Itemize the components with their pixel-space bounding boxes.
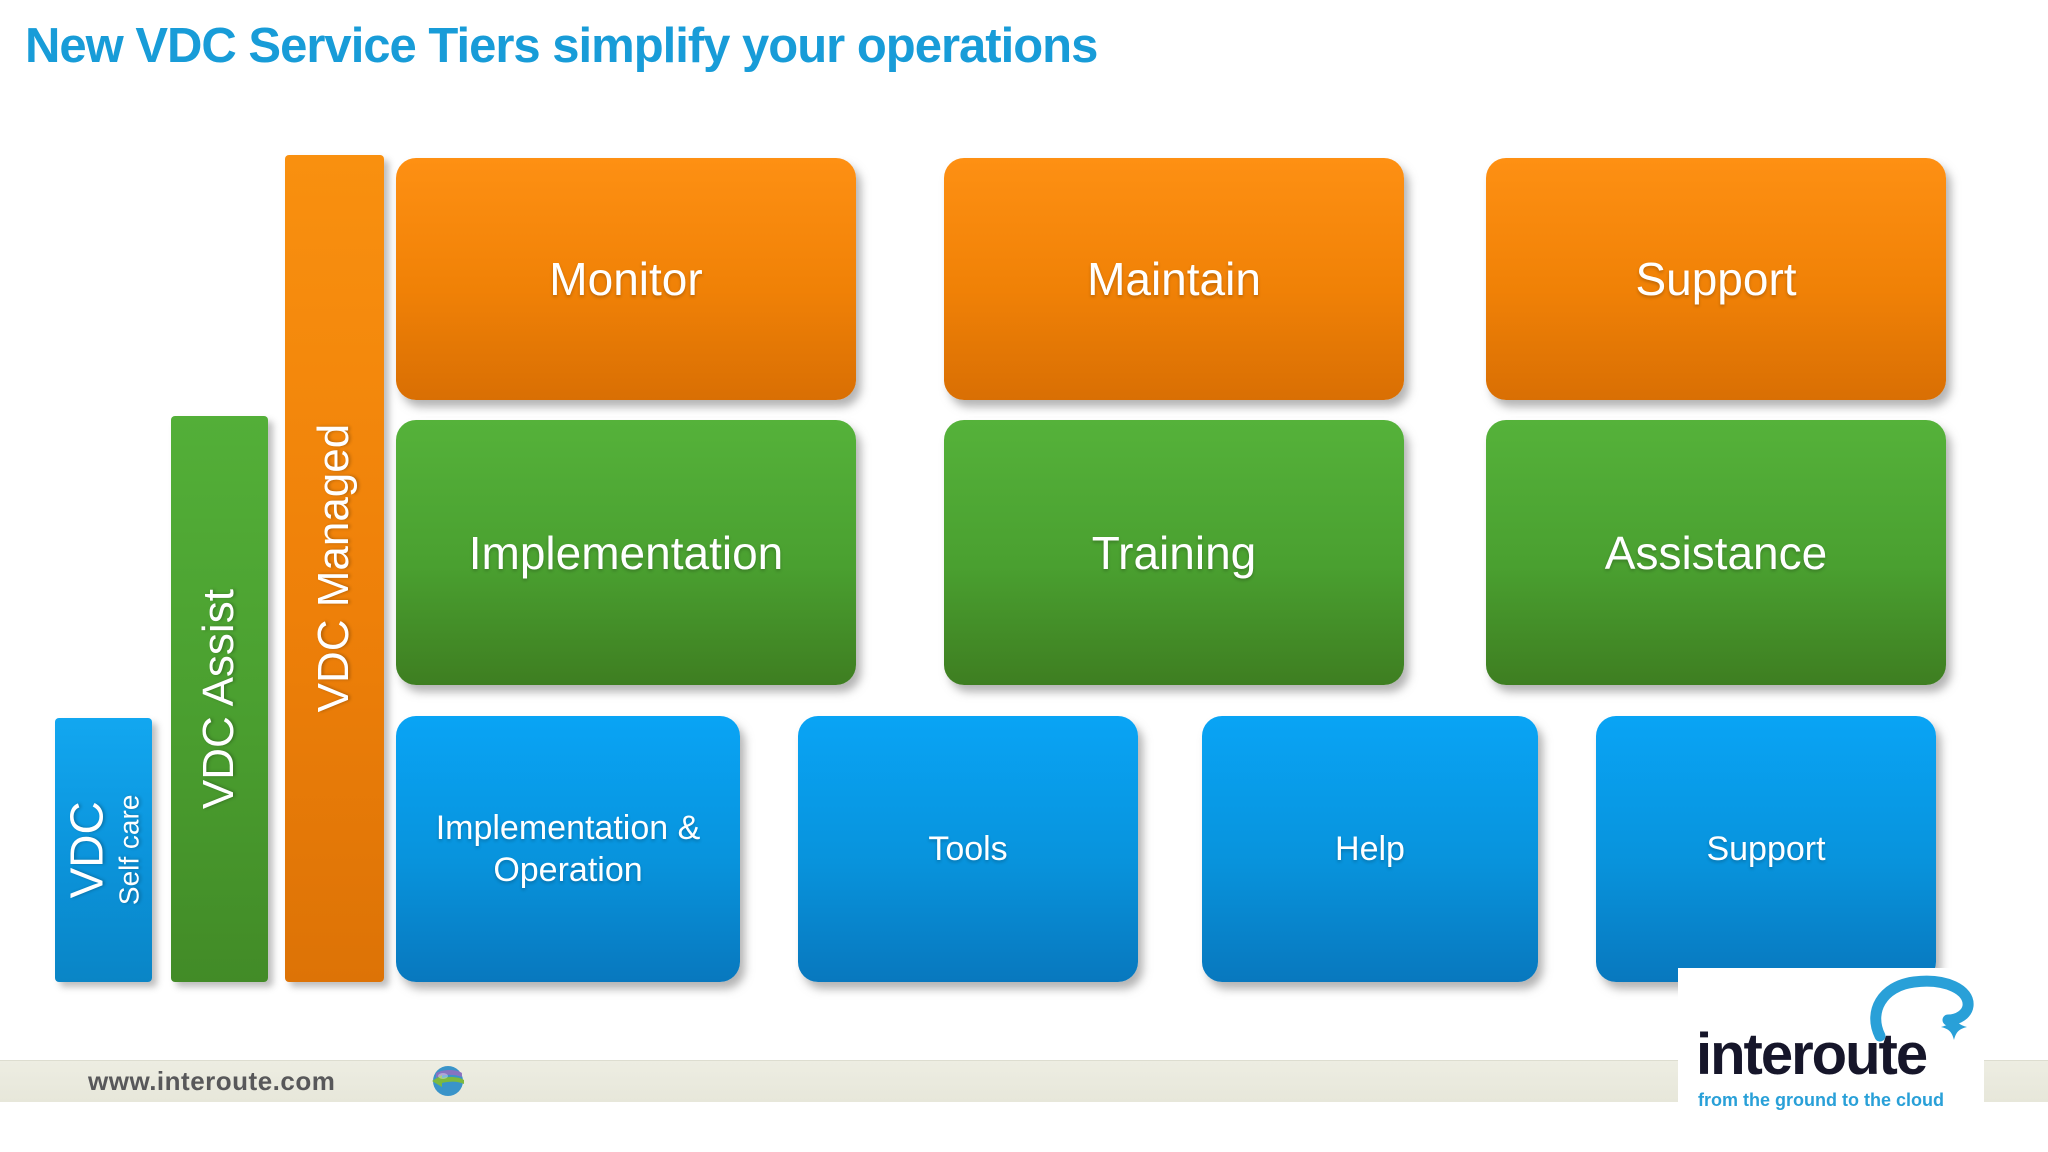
tier-bar-vdc-managed: VDC Managed: [285, 155, 384, 982]
globe-icon: [432, 1066, 464, 1096]
service-box-monitor: Monitor: [396, 158, 856, 400]
service-box-label: Monitor: [549, 253, 703, 305]
service-box-label: Support: [1635, 253, 1797, 305]
sparkle-icon: [1941, 1014, 1967, 1040]
service-box-label: Maintain: [1087, 253, 1261, 305]
service-box-label: Support: [1706, 829, 1826, 868]
footer-url: www.interoute.com: [88, 1066, 336, 1096]
service-box-support-managed: Support: [1486, 158, 1946, 400]
logo-tagline: from the ground to the cloud: [1698, 1090, 1944, 1110]
service-box-training: Training: [944, 420, 1404, 685]
tier-bar-vdc-assist: VDC Assist: [171, 416, 268, 982]
service-box-maintain: Maintain: [944, 158, 1404, 400]
service-box-label: Implementation: [468, 526, 784, 579]
interoute-logo: interoute from the ground to the cloud: [1678, 968, 1984, 1130]
service-box-help: Help: [1202, 716, 1538, 982]
tier-bar-label: VDC Assist: [194, 588, 244, 810]
service-box-label: Training: [1091, 526, 1257, 579]
service-box-label: Implementation & Operation: [435, 808, 701, 890]
service-box-label: Help: [1335, 829, 1405, 868]
logo-wordmark: interoute: [1696, 1022, 1928, 1087]
tier-bar-sublabel: Self care: [113, 794, 145, 906]
orbit-swoosh-icon: [1870, 975, 1974, 1042]
tier-bar-vdc-self-care: VDC Self care: [55, 718, 152, 982]
service-box-implementation: Implementation: [396, 420, 856, 685]
slide-title: New VDC Service Tiers simplify your oper…: [25, 19, 1098, 73]
service-box-implementation-operation: Implementation & Operation: [396, 716, 740, 982]
service-box-assistance: Assistance: [1486, 420, 1946, 685]
service-box-label: Assistance: [1604, 526, 1828, 579]
service-box-tools: Tools: [798, 716, 1138, 982]
service-box-support-selfcare: Support: [1596, 716, 1936, 982]
tier-bar-label: VDC: [60, 801, 113, 899]
tier-bar-label-group: VDC Self care: [60, 794, 145, 906]
service-box-label: Tools: [928, 829, 1008, 868]
tier-bar-label: VDC Managed: [309, 424, 359, 713]
